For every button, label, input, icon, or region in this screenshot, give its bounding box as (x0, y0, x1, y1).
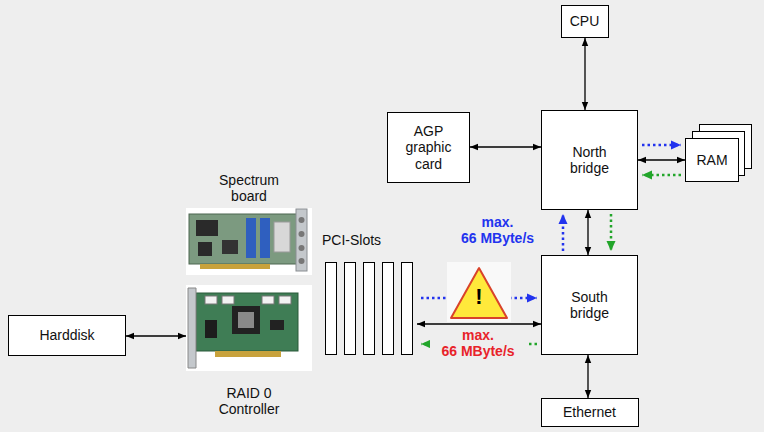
graphics-card-box: AGP graphic card (387, 112, 470, 183)
node-label: Spectrum board (209, 172, 289, 204)
data-flow-arrow (642, 174, 681, 177)
cpu-box: CPU (561, 5, 609, 38)
node-label: North bridge (560, 144, 620, 176)
bus-arrow (587, 210, 588, 255)
node-label: Ethernet (545, 404, 635, 420)
chipset-box: North bridge (541, 110, 638, 210)
pci-slot-row (326, 263, 413, 355)
warning-mark: ! (470, 284, 488, 309)
network-box: Ethernet (541, 398, 639, 427)
data-flow-arrow (562, 214, 565, 251)
bandwidth-warning: max. 66 MByte/s (430, 327, 526, 359)
spectrum-board-photo (186, 208, 312, 275)
node-label: PCI-Slots (322, 232, 417, 248)
node-label: RAM (689, 152, 735, 168)
node-label: RAID 0 Controller (204, 385, 294, 417)
node-label: South bridge (560, 289, 620, 321)
node-label: Harddisk (12, 327, 122, 343)
wrap-spacer (501, 327, 526, 342)
bus-arrow (126, 335, 186, 336)
chipset-box: South bridge (541, 255, 638, 355)
bandwidth-note: max. 66 MByte/s (450, 214, 545, 246)
bus-arrow (417, 323, 541, 324)
wrap-spacer (450, 214, 475, 229)
storage-box: Harddisk (8, 315, 126, 356)
data-flow-arrow (610, 214, 613, 251)
wrap-spacer (430, 327, 455, 342)
bus-arrow (587, 355, 588, 398)
bus-arrow (584, 38, 585, 110)
node-label: CPU (565, 13, 605, 29)
bus-arrow (638, 159, 685, 160)
raid-controller-photo (186, 285, 312, 371)
memory-box: RAM (685, 138, 739, 182)
board-photo-node: RAID 0 Controller (186, 285, 312, 417)
slot-group: PCI-Slots (322, 232, 417, 356)
wrap-spacer (520, 214, 545, 229)
node-label: AGP graphic card (401, 123, 456, 171)
board-photo-node: Spectrum board (186, 172, 312, 276)
bus-arrow (470, 146, 541, 147)
data-flow-arrow (642, 144, 681, 147)
